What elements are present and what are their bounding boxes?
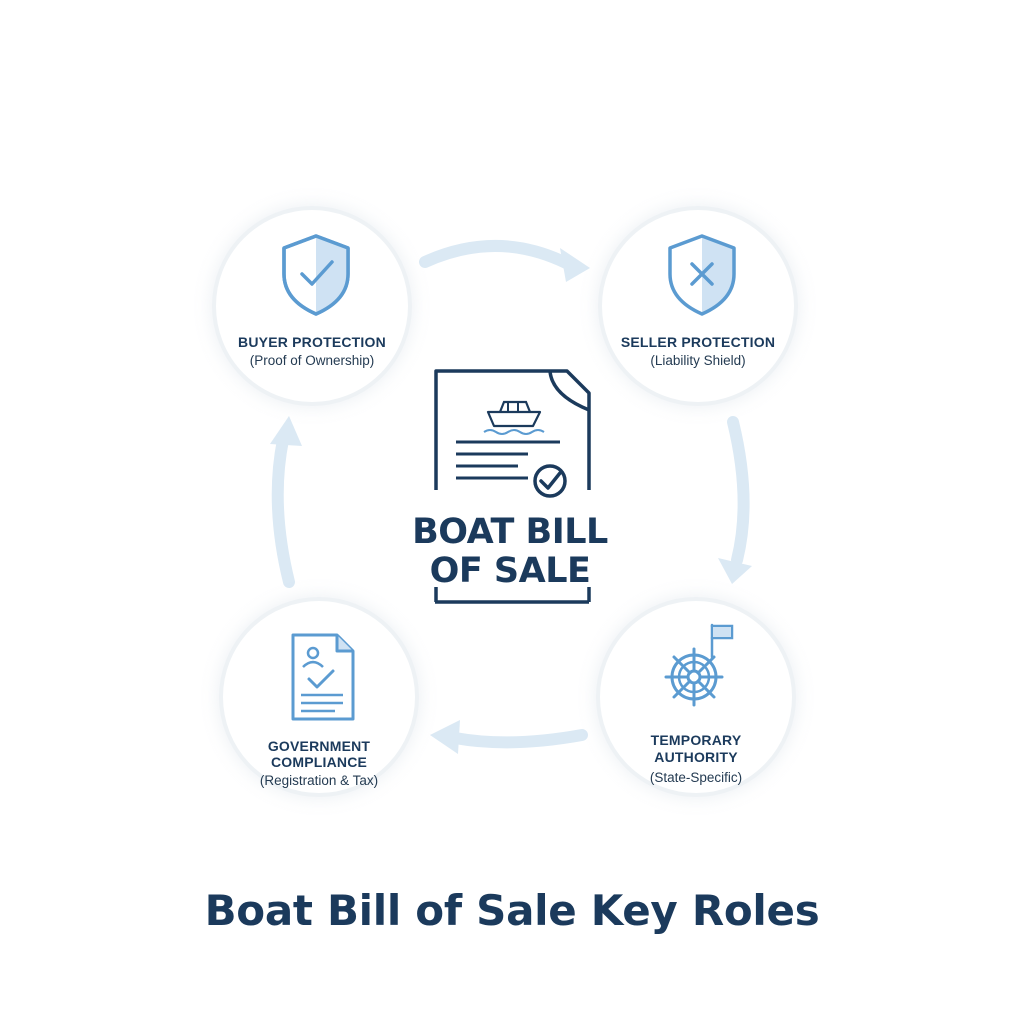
node-title-line2: AUTHORITY: [654, 749, 738, 765]
node-subtitle: (Liability Shield): [650, 353, 746, 368]
arrow-seller-to-temporary: [718, 416, 752, 584]
ship-wheel-flag-icon: [664, 623, 734, 707]
shield-x-icon: [668, 234, 736, 316]
boat-icon: [483, 400, 545, 435]
node-government-compliance: GOVERNMENT COMPLIANCE (Registration & Ta…: [219, 597, 419, 797]
node-title: BUYER PROTECTION: [238, 334, 386, 350]
node-title: GOVERNMENT COMPLIANCE: [223, 738, 415, 770]
arrow-temporary-to-government: [430, 720, 588, 754]
node-title: TEMPORARY AUTHORITY: [600, 732, 792, 766]
shield-check-icon: [282, 234, 350, 316]
node-seller-protection: SELLER PROTECTION (Liability Shield): [598, 206, 798, 406]
node-title-line2: COMPLIANCE: [270, 754, 368, 770]
node-subtitle: (State-Specific): [649, 770, 743, 785]
node-temporary-authority: TEMPORARY AUTHORITY (State-Specific): [596, 597, 796, 797]
center-title-line1: BOAT BILL: [412, 512, 608, 552]
footer-title: Boat Bill of Sale Key Roles: [204, 886, 820, 935]
arrow-government-to-buyer: [270, 416, 302, 588]
arrow-buyer-to-seller: [419, 239, 590, 282]
node-title-line1: GOVERNMENT: [267, 738, 371, 754]
node-subtitle: (Proof of Ownership): [249, 353, 375, 368]
node-title-line1: TEMPORARY: [650, 732, 742, 748]
center-title-line2: OF SALE: [429, 551, 591, 591]
registration-document-icon: [291, 633, 355, 721]
node-title: SELLER PROTECTION: [620, 334, 776, 350]
check-circle-icon: [533, 464, 567, 498]
node-buyer-protection: BUYER PROTECTION (Proof of Ownership): [212, 206, 412, 406]
node-subtitle: (Registration & Tax): [259, 773, 379, 788]
